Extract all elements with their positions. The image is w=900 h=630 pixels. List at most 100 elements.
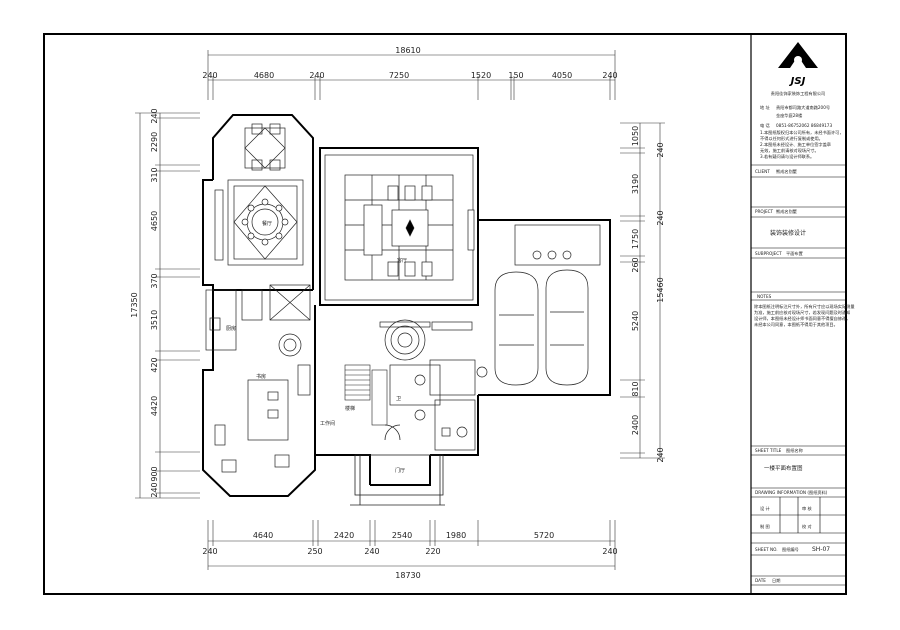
drawing-info-label: DRAWING INFORMATION (图纸资料): [755, 489, 828, 496]
phone-label: 电 话: [760, 122, 770, 129]
note-line: 不得以任何形式进行复制或使用。: [760, 135, 823, 142]
dim-label: 150: [508, 71, 523, 80]
room-label-dining: 餐厅: [262, 220, 272, 227]
dim-label: 220: [425, 547, 440, 556]
company-notes: 1.本图纸版权归本公司所有，未经书面许可， 不得以任何形式进行复制或使用。 2.…: [760, 129, 844, 160]
sheet-title-label: SHEET TITLE: [755, 448, 782, 453]
dim-label: 240: [202, 71, 217, 80]
client-value: 熊成名别墅: [776, 168, 797, 175]
sheet-no-value: SH-07: [812, 546, 830, 553]
dim-top-total: 18610: [395, 46, 420, 55]
sheet-no-cn: 图纸编号: [782, 546, 799, 553]
dim-label: 5240: [631, 311, 640, 331]
dim-right-segments: 1050 240 3190 240 1750 260 5240 810 2400…: [631, 126, 665, 463]
dim-left-total: 17350: [130, 292, 139, 317]
company-logo-icon: [778, 42, 818, 68]
dim-label: 2540: [392, 531, 412, 540]
sheet-title-value: 一楼平面布置图: [764, 464, 803, 472]
room-label-kitchen: 厨房: [226, 325, 236, 332]
dim-label: 3510: [150, 310, 159, 330]
dim-label: 370: [150, 273, 159, 288]
bay-lounge: [244, 123, 286, 171]
study-room: [214, 364, 311, 473]
dim-label: 7250: [389, 71, 409, 80]
client-label: CLIENT: [755, 169, 770, 174]
left-dimensions: [135, 112, 200, 499]
car-right: [545, 269, 589, 386]
notes-label: NOTES: [757, 294, 772, 299]
notes-line: 设计师，本图纸未经设计师书面同意不得擅自修改，: [754, 315, 850, 322]
dim-label: 240: [602, 547, 617, 556]
right-dimensions: [620, 122, 665, 459]
sheet-title-cn: 图纸名称: [786, 447, 803, 454]
subproject-label: SUBPROJECT: [755, 251, 782, 256]
dim-label: 810: [631, 381, 640, 396]
garage: [494, 224, 601, 386]
room-label-study: 书房: [256, 373, 266, 380]
title-block: [751, 164, 846, 586]
dim-bottom-total: 18730: [395, 571, 420, 580]
dim-label: 420: [150, 357, 159, 372]
phone-value: 0851-86752062 86849173: [776, 123, 832, 128]
living-room: [324, 154, 475, 301]
dim-label: 4640: [253, 531, 273, 540]
sheet-no-label: SHEET NO.: [755, 547, 778, 552]
subproject-value: 平面布置: [786, 250, 803, 257]
dim-label: 4680: [254, 71, 274, 80]
note-line: 2.本图纸未经设计、施工单位签字盖章: [760, 141, 831, 148]
dim-label: 2290: [150, 132, 159, 152]
date-cn: 日期: [772, 578, 780, 584]
room-label-stair: 楼梯: [345, 405, 355, 412]
address-label: 地 址: [760, 104, 771, 110]
exterior-walls: [202, 114, 611, 497]
company-logo-text: JSJ: [789, 76, 806, 87]
room-label-toilet: 卫: [396, 396, 401, 402]
dim-label: 240: [656, 142, 665, 157]
checker-label: 校 对: [802, 523, 812, 530]
project-label: PROJECT: [755, 209, 774, 214]
dim-top-segments: 240 4680 240 7250 1520 150 4050 240: [202, 71, 617, 80]
company-name: 贵阳佳饰家装饰工程有限公司: [771, 90, 825, 97]
dim-right-total: 15460: [656, 277, 665, 302]
dim-label: 1750: [631, 229, 640, 249]
dim-label: 240: [309, 71, 324, 80]
car-left: [494, 271, 539, 386]
dim-label: 2420: [334, 531, 354, 540]
staircase: [344, 364, 388, 426]
note-line: 1.本图纸版权归本公司所有，未经书面许可，: [760, 129, 844, 136]
dim-label: 1050: [631, 126, 640, 146]
dim-label: 5720: [534, 531, 554, 540]
room-label-utility: 工作间: [320, 420, 335, 427]
address-value: 贵阳市都司路大道南路200号: [776, 104, 830, 111]
dim-label: 3190: [631, 174, 640, 194]
dim-label: 1520: [471, 71, 491, 80]
drafter-label: 制 图: [760, 523, 770, 530]
dim-label: 900: [150, 466, 159, 481]
notes-line: 未经本公司同意，本图纸不得用于其他项目。: [754, 321, 838, 328]
dim-label: 240: [150, 482, 159, 497]
room-label-living: 客厅: [397, 257, 407, 264]
entrance-porch: [350, 424, 445, 506]
bathrooms: [389, 359, 488, 451]
dim-label: 2400: [631, 415, 640, 435]
hall-rosettes: [278, 319, 473, 361]
date-label: DATE: [755, 578, 766, 583]
dim-label: 4050: [552, 71, 572, 80]
note-line: 3.若有疑问请与设计师联系。: [760, 153, 814, 160]
dim-label: 240: [150, 108, 159, 123]
dim-label: 310: [150, 167, 159, 182]
notes-text: 除本图纸注明标注尺寸外，所有尺寸应以现场实际测量 为准，施工前应核对现场尺寸，若…: [754, 303, 855, 328]
top-dimensions: [207, 50, 616, 100]
dim-label: 4420: [150, 396, 159, 416]
project-value: 熊成名别墅: [776, 208, 797, 215]
designer-label: 设 计: [760, 505, 770, 512]
dining-room: [214, 179, 304, 266]
bottom-dimensions: [207, 520, 616, 570]
dim-left-segments: 240 2290 310 4650 370 3510 420 4420 900 …: [150, 108, 159, 497]
dim-label: 240: [202, 547, 217, 556]
dim-label: 250: [307, 547, 322, 556]
address-value-2: 金座华庭28楼: [776, 112, 802, 119]
dim-label: 4650: [150, 211, 159, 231]
dim-bottom-segments: 240 4640 250 2420 240 2540 220 1980 5720…: [202, 531, 617, 556]
dim-label: 260: [631, 257, 640, 272]
